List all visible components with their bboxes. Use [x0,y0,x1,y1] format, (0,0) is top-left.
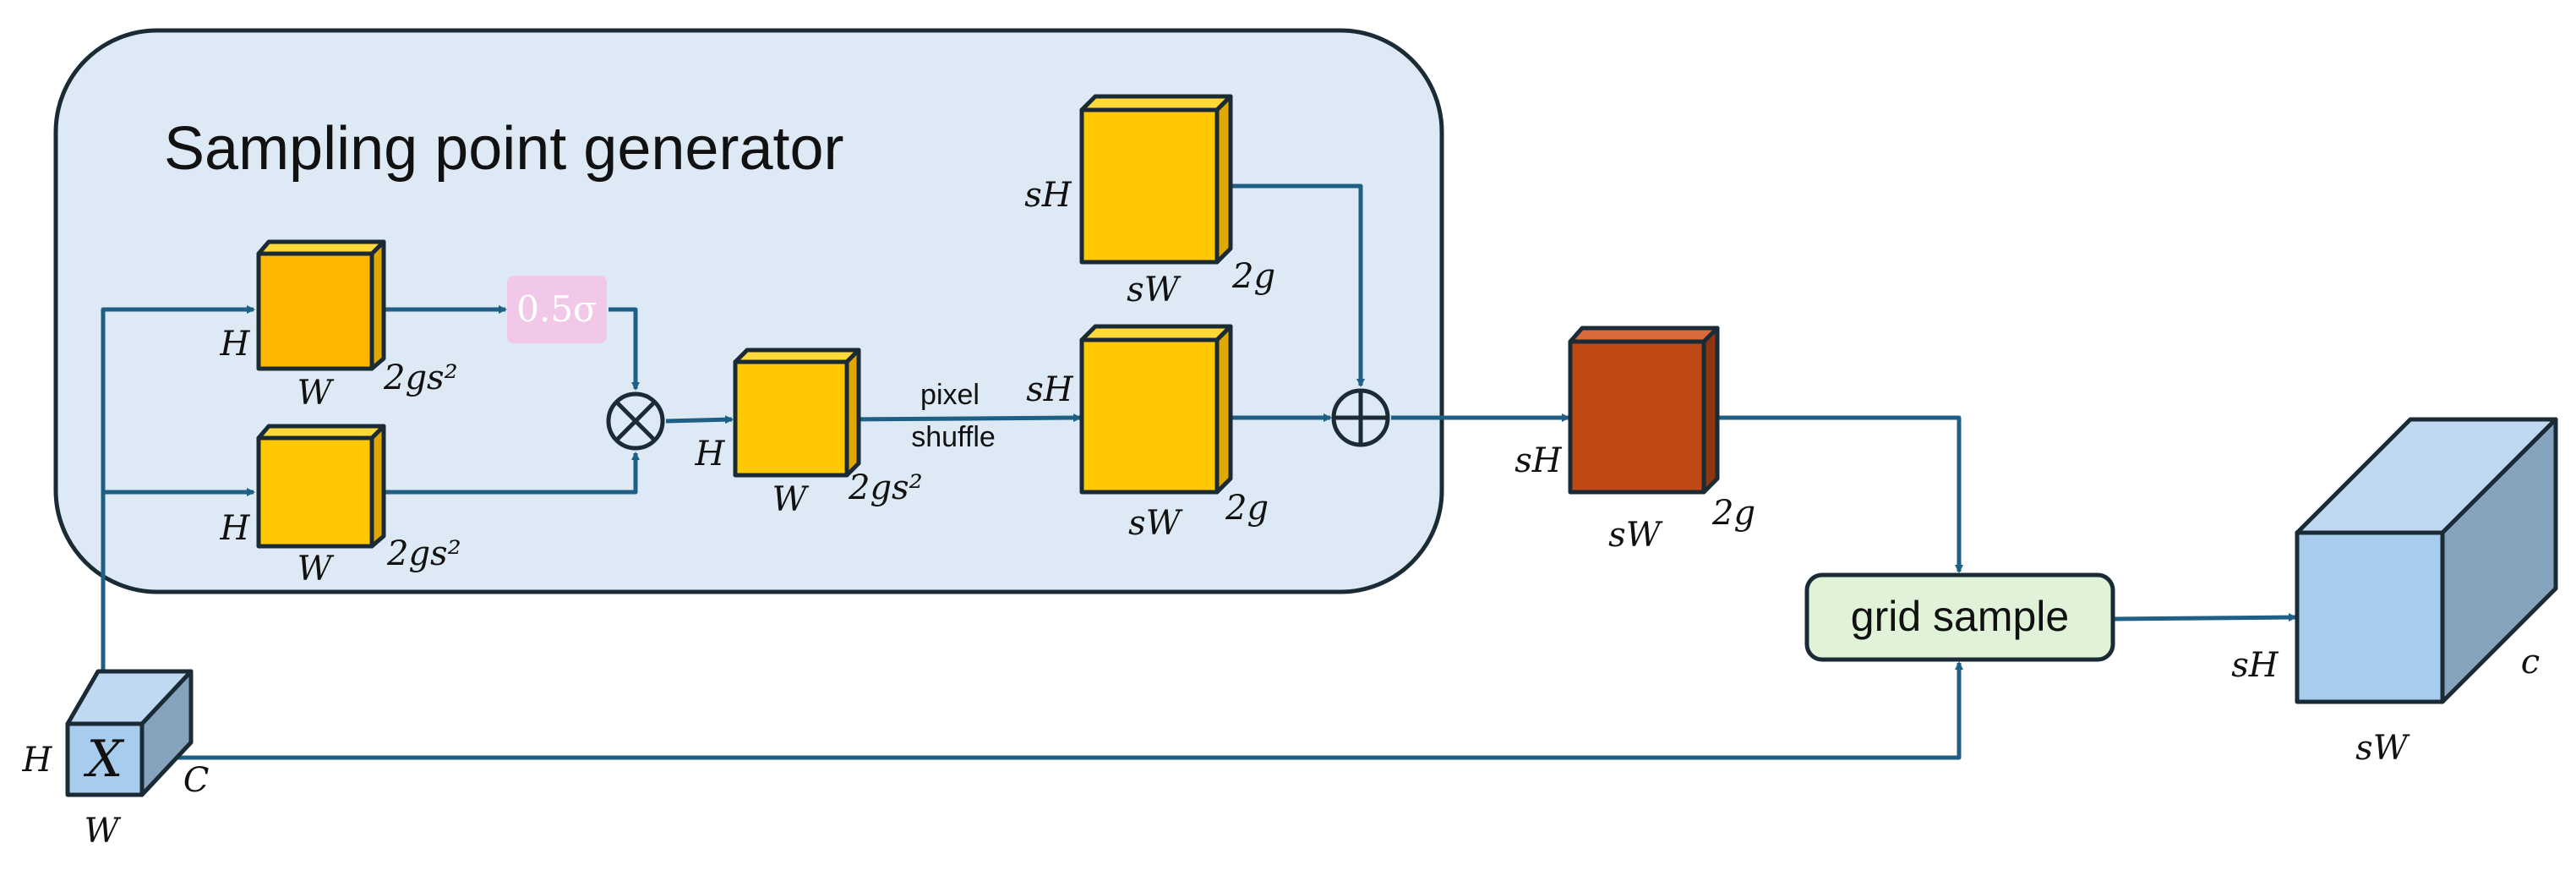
points-to-grid-arrow [1706,415,1963,573]
input-c-label: C [183,761,210,800]
shuffled-cube [1079,324,1233,495]
conv-bottom-h-label: H [220,509,251,548]
connectors [101,183,2297,760]
input-trunk-arrow [101,305,255,725]
grid-to-output-arrow [2114,613,2297,622]
shuffled-c-label: 2g [1225,489,1269,528]
input-h-label: H [22,741,53,780]
sampling-points-h-label: sH [1514,441,1563,480]
circle-times-icon [606,391,665,451]
mul-to-product-arrow [665,415,734,424]
shuffled-w-label: sW [1128,504,1183,543]
scale-op-label: 0.5σ [516,288,597,330]
conv-bottom-c-label: 2gs² [386,534,461,573]
conv2-to-mul-arrow [374,452,640,495]
conv-top-w-label: W [297,374,334,413]
pixel-shuffle-arrow [846,413,1082,423]
pixel-shuffle-line1: pixel [920,379,980,411]
sigma-to-mul-arrow [609,307,640,391]
offset-init-c-label: 2g [1231,257,1275,296]
pixel-shuffle-line2: shuffle [911,421,996,453]
shuffled-h-label: sH [1026,370,1074,409]
input-w-label: W [84,812,121,851]
output-h-label: sH [2231,646,2279,685]
sampling-points-cube [1568,326,1720,495]
conv-top-h-label: H [220,325,251,364]
product-c-label: 2gs² [848,468,923,507]
conv-bottom-cube [256,424,386,549]
product-cube [733,348,861,478]
product-w-label: W [772,480,809,519]
output-cube [2295,417,2558,704]
offset-to-add-arrow [1219,183,1365,387]
product-h-label: H [695,435,726,474]
circle-plus-icon [1331,388,1390,447]
grid-sample-label: grid sample [1851,593,2069,640]
input-symbol: X [84,730,125,789]
panel-title: Sampling point generator [164,115,844,183]
conv-top-cube [256,239,386,371]
scale-op-box [507,276,607,343]
conv-top-c-label: 2gs² [383,359,458,397]
grid-sample-box [1804,572,2115,662]
sampling-points-c-label: 2g [1711,494,1755,533]
output-c-label: c [2521,643,2540,682]
conv-bottom-w-label: W [297,550,334,589]
input-cube [65,669,194,797]
output-w-label: sW [2355,729,2410,768]
input-to-grid-arrow [142,661,1963,760]
offset-init-w-label: sW [1127,271,1182,309]
offset-init-h-label: sH [1024,176,1072,215]
offset-init-cube [1079,94,1233,265]
sampling-points-w-label: sW [1608,516,1663,555]
